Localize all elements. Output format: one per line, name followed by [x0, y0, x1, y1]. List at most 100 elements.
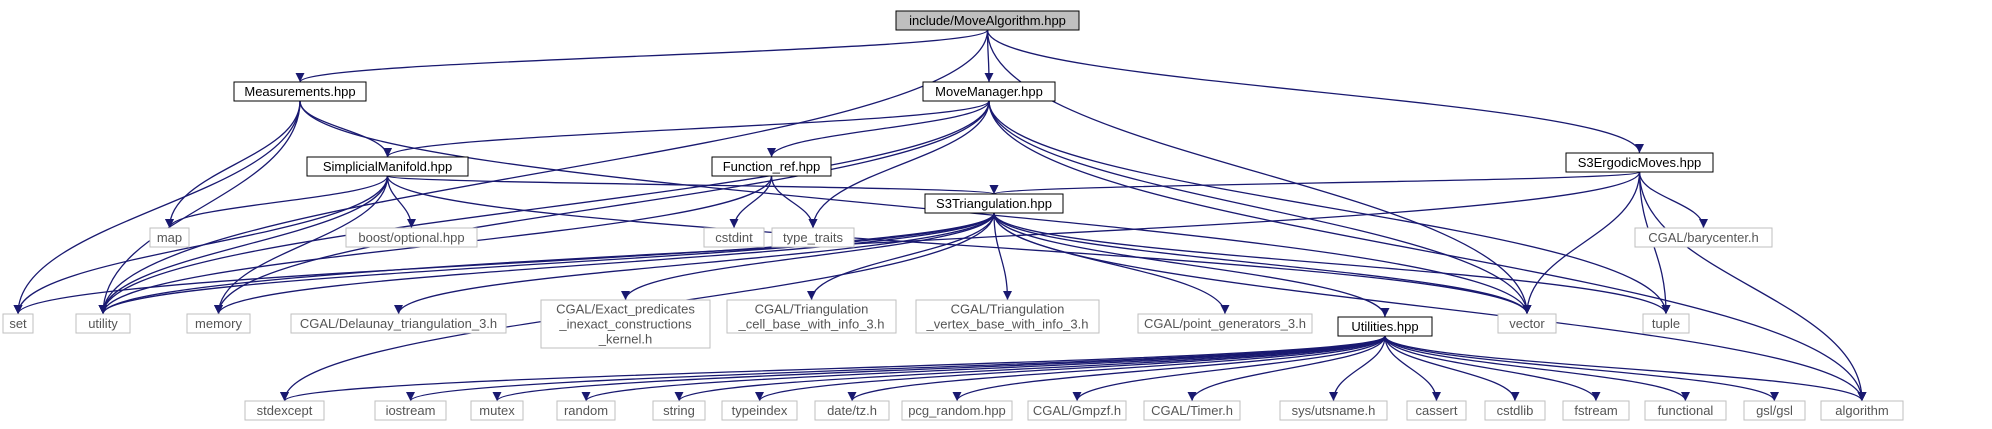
edge-path [214, 212, 995, 315]
node-label: cassert [1416, 403, 1458, 418]
edge-s3triang-to-vertexbase [993, 212, 1013, 301]
edge-measurements-to-map [164, 100, 301, 229]
edge-utilities-to-utsname [1328, 335, 1386, 402]
edge-measurements-to-set [13, 100, 301, 315]
edge-path [1384, 335, 1442, 402]
edge-utilities-to-datetz [847, 335, 1386, 402]
edge-path [988, 100, 1671, 315]
edge-path [98, 100, 301, 315]
edge-path [988, 100, 1532, 315]
node-boostopt: boost/optional.hpp [345, 227, 478, 248]
edge-path [621, 212, 995, 301]
node-label: pcg_random.hpp [908, 403, 1006, 418]
node-box [901, 400, 1013, 421]
edge-utilities-to-mutex [492, 335, 1386, 402]
edge-utilities-to-fstream [1384, 335, 1601, 402]
node-box [1642, 313, 1690, 334]
edge-s3triang-to-memory [214, 212, 995, 315]
node-iostream: iostream [374, 400, 447, 421]
edge-path [993, 212, 1532, 315]
edge-functionref-to-cstdint [729, 175, 773, 229]
edge-path [1384, 335, 1520, 402]
node-cstdlib: cstdlib [1484, 400, 1546, 421]
node-utilities[interactable]: Utilities.hpp [1337, 316, 1433, 337]
node-box [1337, 316, 1433, 337]
edge-path [13, 212, 995, 315]
node-measurements[interactable]: Measurements.hpp [233, 81, 367, 102]
node-box [711, 156, 832, 177]
edge-path [581, 335, 1386, 402]
node-box [2, 313, 34, 334]
node-box [721, 400, 798, 421]
node-box [306, 156, 469, 177]
node-label: CGAL/Timer.h [1151, 403, 1233, 418]
edge-path [806, 212, 995, 301]
node-label: cstdlib [1497, 403, 1534, 418]
edge-s3triang-to-algorithm [993, 212, 1867, 402]
node-box [915, 299, 1100, 334]
node-box [726, 299, 897, 334]
node-box [1027, 400, 1127, 421]
edge-path [993, 212, 1230, 315]
node-box [1143, 400, 1241, 421]
edge-path [299, 100, 1532, 315]
node-box [470, 400, 524, 421]
node-label: set [9, 316, 27, 331]
node-root[interactable]: include/MoveAlgorithm.hpp [895, 10, 1080, 31]
edge-path [295, 29, 989, 83]
node-box [1562, 400, 1630, 421]
node-box [1820, 400, 1904, 421]
node-cassert: cassert [1406, 400, 1467, 421]
node-vertexbase: CGAL/Triangulation_vertex_base_with_info… [915, 299, 1100, 334]
node-s3ergodic[interactable]: S3ErgodicMoves.hpp [1565, 152, 1714, 173]
edge-s3ergodic-to-algorithm [1638, 171, 1867, 402]
node-tuple: tuple [1642, 313, 1690, 334]
edge-path [767, 100, 990, 158]
node-fstream: fstream [1562, 400, 1630, 421]
node-box [1644, 400, 1727, 421]
edge-path [98, 171, 1641, 315]
node-string: string [652, 400, 706, 421]
edge-measurements-to-vector [299, 100, 1532, 315]
edge-path [770, 175, 818, 229]
node-box [771, 227, 855, 248]
node-box [1743, 400, 1806, 421]
node-typetraits: type_traits [771, 227, 855, 248]
node-simplicial[interactable]: SimplicialManifold.hpp [306, 156, 469, 177]
node-s3triang[interactable]: S3Triangulation.hpp [924, 193, 1064, 214]
edge-root-to-utility [98, 29, 989, 315]
node-movemanager[interactable]: MoveManager.hpp [922, 81, 1056, 102]
node-barycenter: CGAL/barycenter.h [1634, 227, 1773, 248]
node-label: algorithm [1835, 403, 1888, 418]
edge-s3ergodic-to-utility [98, 171, 1641, 315]
node-random: random [556, 400, 616, 421]
node-box [540, 299, 711, 349]
edge-s3ergodic-to-barycenter [1638, 171, 1709, 229]
edge-path [98, 29, 989, 315]
edge-path [1638, 171, 1709, 229]
node-functionref[interactable]: Function_ref.hpp [711, 156, 832, 177]
nodes-layer: include/MoveAlgorithm.hppMeasurements.hp… [2, 10, 1904, 421]
edge-simplicial-to-set [13, 175, 389, 315]
node-stdexcept: stdexcept [244, 400, 325, 421]
node-label: fstream [1574, 403, 1617, 418]
edge-movemanager-to-memory [214, 100, 990, 315]
node-label: _cell_base_with_info_3.h [738, 316, 885, 331]
edge-movemanager-to-simplicial [383, 100, 990, 158]
edge-s3triang-to-vector [993, 212, 1532, 315]
edge-path [1384, 335, 1779, 402]
edge-simplicial-to-map [165, 175, 389, 229]
edge-s3triang-to-set [13, 212, 995, 315]
edge-simplicial-to-s3triang [386, 175, 998, 195]
edge-path [1384, 335, 1601, 402]
node-typeindex: typeindex [721, 400, 798, 421]
edge-path [98, 100, 990, 315]
edge-movemanager-to-algorithm [988, 100, 1867, 402]
edge-root-to-measurements [295, 29, 989, 83]
edge-path [299, 100, 393, 158]
edge-utilities-to-random [581, 335, 1386, 402]
node-label: CGAL/Exact_predicates [556, 301, 695, 316]
edge-path [383, 100, 990, 158]
node-label: CGAL/Delaunay_triangulation_3.h [300, 316, 497, 331]
